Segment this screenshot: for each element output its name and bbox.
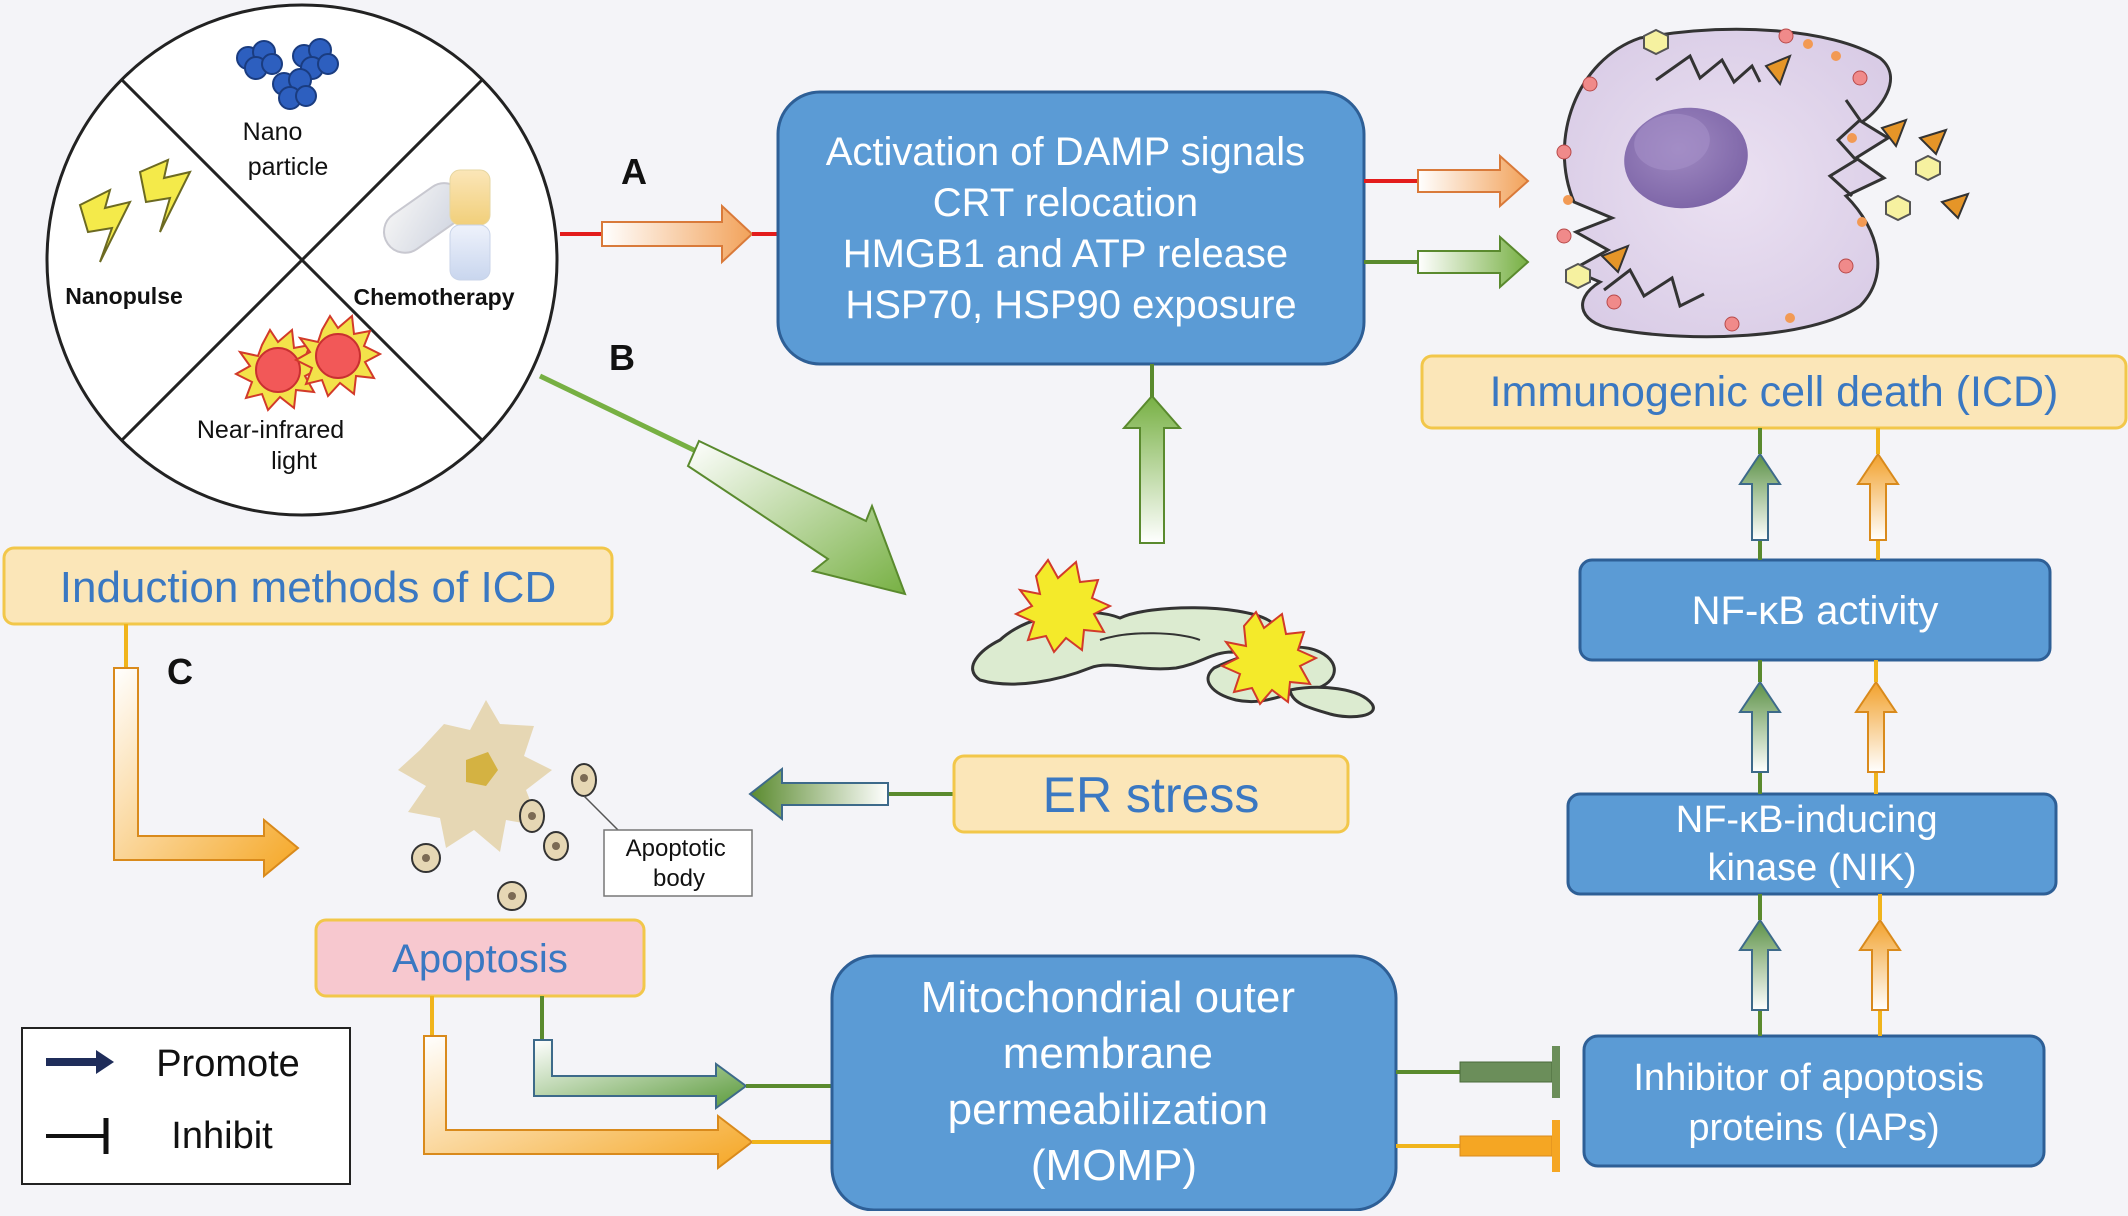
er-illustration (971, 558, 1375, 719)
pill-icon (383, 169, 491, 281)
nik-box: NF-κB-inducing kinase (NIK) (1566, 792, 2058, 896)
arrow-b (538, 373, 907, 596)
promote-arrow-icon (46, 1050, 114, 1074)
momp-box: Mitochondrial outer membrane permeabiliz… (830, 954, 1398, 1212)
arrow-a (560, 203, 778, 265)
svg-text:Apoptotic body: Apoptotic body (626, 835, 733, 892)
svg-text:Inhibit: Inhibit (171, 1115, 273, 1157)
svg-text:Promote: Promote (156, 1043, 300, 1085)
nanoparticle-icon (236, 38, 339, 110)
damp-to-cell-arrows (1364, 153, 1530, 290)
svg-text:Immunogenic cell death (ICD): Immunogenic cell death (ICD) (1490, 368, 2059, 416)
damp-box: Activation of DAMP signals CRT relocatio… (776, 90, 1366, 366)
apoptosis-to-momp-orange-arrow (423, 996, 832, 1171)
svg-text:Induction methods of ICD: Induction methods of ICD (60, 563, 556, 612)
er-stress-label: ER stress (952, 754, 1350, 834)
er-to-damp-arrow (1121, 364, 1183, 544)
induction-methods-circle: Nano particle Nanopulse Chemotherapy Nea… (45, 3, 559, 517)
apoptosis-label: Apoptosis (314, 918, 646, 998)
apoptotic-body-label: Apoptotic body (603, 829, 753, 897)
arrow-c (113, 624, 300, 879)
near-infrared-icon (233, 314, 383, 412)
svg-text:Mitochondrial outer memb: Mitochondrial outer membrane permeabiliz… (921, 973, 1307, 1190)
svg-text:Apoptosis: Apoptosis (392, 937, 568, 981)
dying-cell-illustration (1556, 27, 1970, 339)
nanoparticle-label: Nano particle (243, 118, 329, 181)
near-infrared-label: Near-infrared light (197, 416, 351, 475)
label-c: C (167, 651, 193, 692)
momp-inhibits-iaps-green (1396, 1046, 1560, 1098)
svg-text:NF-κB activity: NF-κB activity (1692, 589, 1939, 633)
right-vertical-arrows (1738, 428, 1902, 1036)
icd-label: Immunogenic cell death (ICD) (1420, 354, 2128, 430)
legend: Promote Inhibit (21, 1027, 351, 1185)
er-stress-to-apoptosis-arrow (748, 766, 954, 822)
label-a: A (621, 151, 647, 192)
svg-text:ER stress: ER stress (1043, 767, 1260, 823)
inhibit-bar-icon (46, 1118, 109, 1154)
svg-text:Inhibitor of apoptosis p: Inhibitor of apoptosis proteins (IAPs) (1633, 1057, 1994, 1149)
momp-inhibits-iaps-orange (1396, 1120, 1560, 1172)
apoptosis-to-momp-green-arrow (533, 996, 832, 1110)
iaps-box: Inhibitor of apoptosis proteins (IAPs) (1582, 1034, 2046, 1168)
apoptotic-cell-illustration (398, 700, 625, 911)
label-b: B (609, 337, 635, 378)
svg-text:NF-κB-inducing kinase (N: NF-κB-inducing kinase (NIK) (1676, 799, 1948, 889)
induction-methods-label: Induction methods of ICD (2, 546, 614, 626)
lightning-icon (78, 158, 192, 263)
svg-text:Activation of DAMP signals: Activation of DAMP signals CRT relocatio… (826, 130, 1317, 327)
nfkb-activity-box: NF-κB activity (1578, 558, 2052, 662)
chemotherapy-label: Chemotherapy (353, 284, 514, 310)
nanopulse-label: Nanopulse (65, 283, 183, 309)
